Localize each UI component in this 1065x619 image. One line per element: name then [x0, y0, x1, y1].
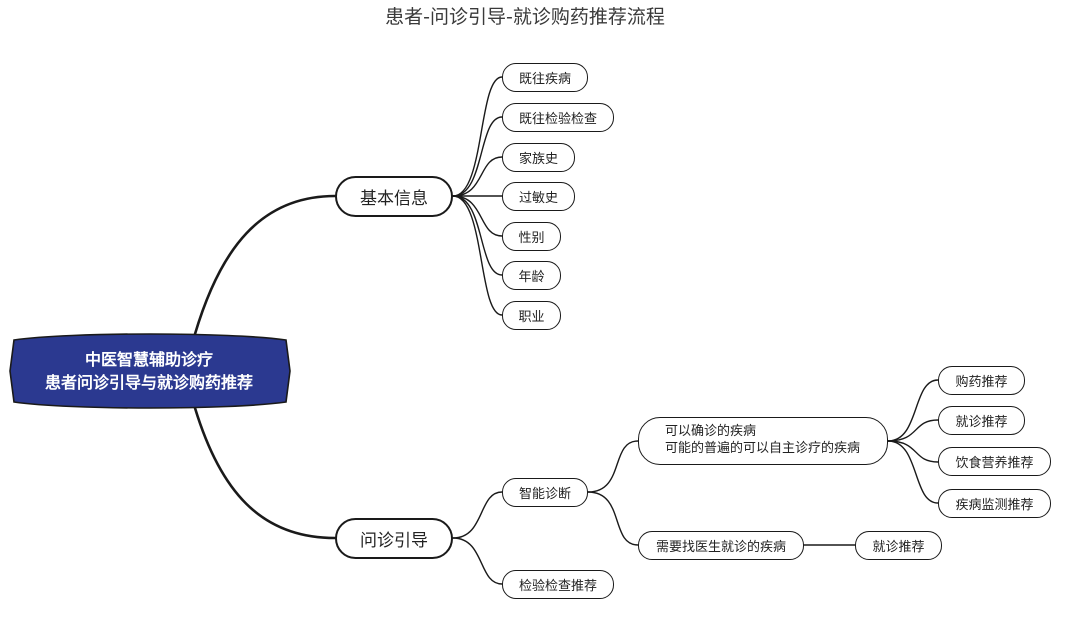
link-smart-self — [587, 440, 639, 493]
link-basic-3 — [452, 156, 503, 197]
node-drug-recommend: 购药推荐 — [938, 366, 1025, 395]
node-need-doctor: 需要找医生就诊的疾病 — [638, 531, 804, 560]
root-line-1: 中医智慧辅助诊疗 — [84, 349, 213, 369]
node-occupation: 职业 — [502, 301, 561, 330]
node-gender: 性别 — [502, 222, 561, 251]
node-diet-recommend: 饮食营养推荐 — [938, 447, 1051, 476]
node-self-treatable-disease: 可以确诊的疾病 可能的普遍的可以自主诊疗的疾病 — [638, 417, 888, 465]
link-basic-5 — [452, 195, 503, 237]
node-allergy-history: 过敏史 — [502, 182, 575, 211]
link-self-4 — [887, 440, 939, 504]
root-line-2: 患者问诊引导与就诊购药推荐 — [44, 373, 253, 392]
node-smart-diagnosis: 智能诊断 — [502, 478, 588, 507]
node-past-disease: 既往疾病 — [502, 63, 588, 92]
link-basic-6 — [452, 195, 503, 276]
node-basic-info: 基本信息 — [335, 176, 453, 217]
node-monitor-recommend: 疾病监测推荐 — [938, 489, 1051, 518]
root-node: 中医智慧辅助诊疗 患者问诊引导与就诊购药推荐 — [10, 334, 288, 408]
node-age: 年龄 — [502, 261, 561, 290]
node-doctor-visit-recommend: 就诊推荐 — [855, 531, 942, 560]
link-basic-1 — [452, 76, 503, 197]
link-self-2 — [887, 419, 939, 442]
link-consult-exam — [452, 537, 503, 585]
self-treatable-line-1: 可以确诊的疾病 — [665, 424, 757, 440]
link-basic-7 — [452, 195, 503, 316]
node-consult: 问诊引导 — [335, 518, 453, 559]
node-exam-recommend: 检验检查推荐 — [502, 570, 614, 599]
link-smart-doctor — [587, 491, 639, 546]
link-root-basic-info — [193, 194, 337, 336]
link-root-consult — [193, 406, 337, 540]
node-visit-recommend: 就诊推荐 — [938, 406, 1025, 435]
link-self-3 — [887, 440, 939, 463]
link-basic-2 — [452, 116, 503, 197]
node-past-exams: 既往检验检查 — [502, 103, 614, 132]
link-self-1 — [887, 379, 939, 442]
self-treatable-line-2: 可能的普遍的可以自主诊疗的疾病 — [665, 441, 861, 456]
link-consult-smart — [452, 491, 503, 539]
node-family-history: 家族史 — [502, 143, 575, 172]
page-title: 患者-问诊引导-就诊购药推荐流程 — [385, 6, 665, 28]
